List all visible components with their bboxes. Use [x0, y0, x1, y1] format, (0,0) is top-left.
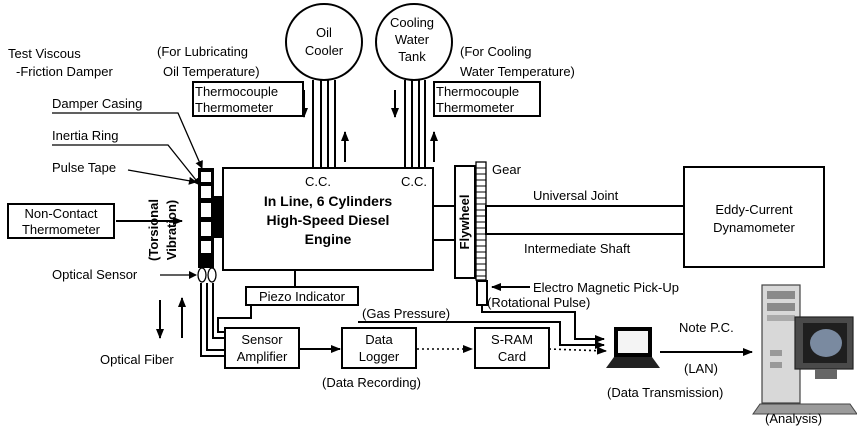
tank-label-3: Tank — [398, 49, 426, 64]
optical-fiber-label: Optical Fiber — [100, 352, 174, 367]
cool-temp-label: (For Cooling — [460, 44, 532, 59]
lub-temp-label-2: Oil Temperature) — [163, 64, 260, 79]
damper-casing-leader — [52, 112, 203, 169]
test-damper-label-2: -Friction Damper — [16, 64, 113, 79]
non-contact-thermometer-box — [7, 203, 115, 239]
lan-label: (LAN) — [684, 361, 718, 376]
thermocouple-right-label: Thermocouple — [436, 84, 519, 99]
thermocouple-left-box — [192, 81, 304, 117]
universal-joint-label: Universal Joint — [533, 188, 619, 203]
torsional-label: (Torsional — [146, 199, 161, 261]
torsional-label-2: Vibration) — [164, 200, 179, 260]
sensor-amp-label: Sensor — [241, 332, 283, 347]
dynamometer-label: Eddy-Current — [715, 202, 793, 217]
note-pc-label: Note P.C. — [679, 320, 734, 335]
inertia-ring-label: Inertia Ring — [52, 128, 118, 143]
data-logger-label-2: Logger — [359, 349, 400, 364]
dynamometer-label-2: Dynamometer — [713, 220, 795, 235]
signal-line-3 — [212, 283, 224, 339]
signal-line-1 — [200, 283, 224, 357]
tank-label-2: Water — [395, 32, 430, 47]
sram-label: S-RAM — [491, 332, 533, 347]
engine-label-3: Engine — [305, 231, 352, 247]
damper-assembly — [197, 168, 224, 283]
engine-block — [222, 167, 434, 271]
pulse-tape-label: Pulse Tape — [52, 160, 116, 175]
workstation-icon — [752, 284, 857, 415]
oil-pipes — [312, 80, 336, 168]
flywheel — [454, 165, 476, 279]
cooling-water-tank — [375, 3, 453, 81]
gear — [475, 161, 487, 281]
data-recording-label: (Data Recording) — [322, 375, 421, 390]
piezo-label: Piezo Indicator — [259, 289, 346, 304]
data-logger — [341, 327, 417, 369]
oil-cooler — [285, 3, 363, 81]
gear-label: Gear — [492, 162, 522, 177]
sram-to-pc-arrow — [548, 346, 607, 355]
dynamometer — [683, 166, 825, 268]
cool-temp-label-2: Water Temperature) — [460, 64, 575, 79]
tank-label: Cooling — [390, 15, 434, 30]
engine-label: In Line, 6 Cylinders — [264, 193, 393, 209]
oil-cooler-label: Oil — [316, 25, 332, 40]
engine-label-2: High-Speed Diesel — [267, 212, 390, 228]
signal-line-2 — [206, 283, 224, 351]
flywheel-label: Flywheel — [457, 195, 472, 250]
intermediate-shaft-label: Intermediate Shaft — [524, 241, 631, 256]
cc-right-label: C.C. — [401, 174, 427, 189]
thermocouple-right-box — [433, 81, 541, 117]
inertia-ring-leader — [52, 144, 201, 186]
engine-shaft — [432, 205, 456, 241]
sensor-amp-label-2: Amplifier — [237, 349, 288, 364]
pulse-tape-leader — [127, 169, 197, 185]
pickup-sensor — [476, 280, 488, 306]
thermocouple-left-label: Thermocouple — [195, 84, 278, 99]
damper-casing-label: Damper Casing — [52, 96, 142, 111]
test-damper-label: Test Viscous — [8, 46, 81, 61]
lub-temp-label: (For Lubricating — [157, 44, 248, 59]
data-transmission-label: (Data Transmission) — [607, 385, 723, 400]
thermocouple-right-label-2: Thermometer — [436, 100, 515, 115]
non-contact-label: Non-Contact — [25, 206, 98, 221]
analysis-label: (Analysis) — [765, 411, 822, 426]
water-pipes — [404, 80, 426, 168]
optical-sensor-label: Optical Sensor — [52, 267, 138, 282]
oil-cooler-label-2: Cooler — [305, 43, 344, 58]
gas-pressure-label: (Gas Pressure) — [362, 306, 450, 321]
rotational-pulse-label: (Rotational Pulse) — [487, 295, 590, 310]
pickup-line — [481, 305, 605, 343]
data-logger-label: Data — [365, 332, 393, 347]
cc-left-label: C.C. — [305, 174, 331, 189]
sram-label-2: Card — [498, 349, 526, 364]
piezo-indicator-box — [245, 286, 359, 306]
piezo-line — [217, 305, 252, 333]
sram-card — [474, 327, 550, 369]
gas-pressure-line — [358, 321, 605, 349]
thermocouple-left-label-2: Thermometer — [195, 100, 274, 115]
non-contact-label-2: Thermometer — [22, 222, 101, 237]
intermediate-shaft — [485, 205, 685, 235]
pickup-label: Electro Magnetic Pick-Up — [533, 280, 679, 295]
laptop-icon — [606, 327, 660, 368]
